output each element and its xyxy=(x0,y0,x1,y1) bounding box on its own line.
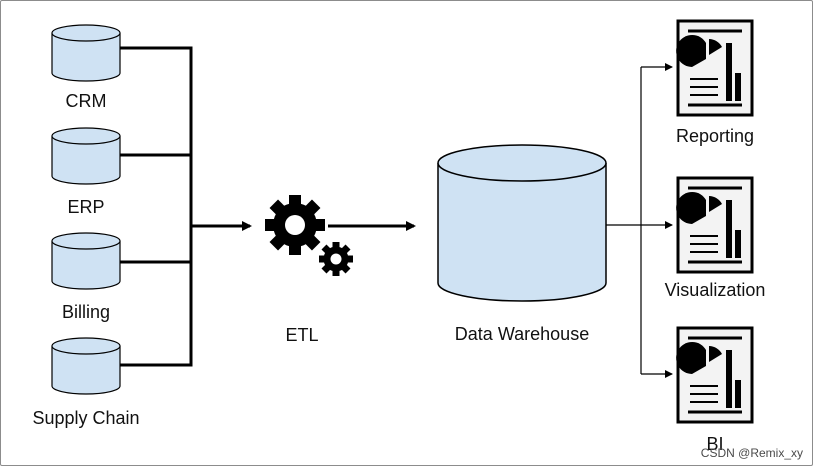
visualization-report-icon xyxy=(676,176,754,274)
output-label-bi: BI xyxy=(706,434,724,454)
output-connectors xyxy=(606,63,673,378)
source-erp-database-icon xyxy=(51,127,121,185)
etl-label: ETL xyxy=(285,325,319,345)
data-warehouse-database-icon xyxy=(437,144,607,302)
source-label-supply-chain: Supply Chain xyxy=(32,408,140,428)
etl-gears-icon xyxy=(265,195,353,276)
bi-report-icon xyxy=(676,326,754,424)
source-billing-database-icon xyxy=(51,232,121,290)
source-connectors xyxy=(120,46,193,367)
warehouse-label: Data Warehouse xyxy=(454,324,590,344)
source-supply-chain-database-icon xyxy=(51,337,121,395)
source-label-erp: ERP xyxy=(67,197,105,217)
output-label-visualization: Visualization xyxy=(664,280,766,300)
source-crm-database-icon xyxy=(51,24,121,82)
output-label-reporting: Reporting xyxy=(675,126,755,146)
source-label-crm: CRM xyxy=(65,91,107,111)
watermark: CSDN @Remix_xy xyxy=(700,446,803,460)
reporting-report-icon xyxy=(676,19,754,117)
source-label-billing: Billing xyxy=(61,302,111,322)
